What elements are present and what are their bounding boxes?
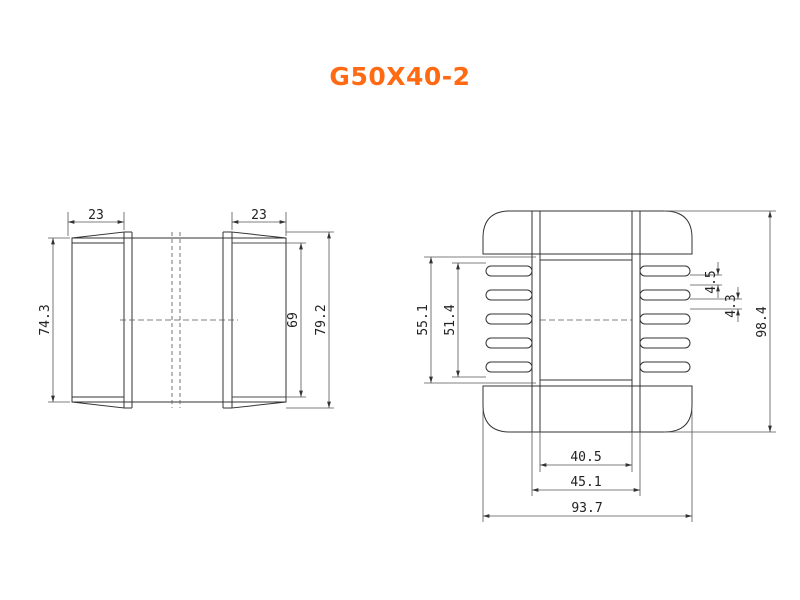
cooling-fin — [485, 337, 533, 349]
dim-side-left-height: 74.3 — [38, 237, 70, 403]
dim-front-fin-thickness: 4.3 — [690, 287, 742, 322]
dim-label: 98.4 — [755, 306, 770, 337]
cooling-fin — [485, 265, 533, 277]
dim-label: 51.4 — [443, 304, 458, 335]
dim-front-total-height: 98.4 — [664, 210, 776, 433]
dim-front-core-inner: 40.5 — [539, 432, 633, 472]
dim-label: 69 — [286, 312, 301, 328]
dim-label: 23 — [88, 208, 104, 223]
dim-label: 40.5 — [570, 450, 601, 465]
dim-label: 4.3 — [724, 294, 739, 317]
dim-label: 74.3 — [38, 304, 53, 335]
front-view-flanges — [482, 210, 693, 433]
dim-side-outer-height: 79.2 — [286, 231, 334, 409]
dim-label: 4.5 — [704, 270, 719, 293]
dim-side-inner-height: 69 — [232, 242, 306, 398]
front-view-fins — [485, 265, 691, 373]
dim-label: 23 — [251, 208, 267, 223]
dim-front-core-outer: 45.1 — [531, 432, 641, 496]
front-view-core — [531, 211, 641, 432]
dim-label: 45.1 — [570, 475, 601, 490]
cooling-fin — [639, 265, 691, 277]
cooling-fin — [639, 337, 691, 349]
side-view: 23 23 74.3 69 79.2 — [38, 208, 334, 409]
cooling-fin — [639, 289, 691, 301]
dim-label: 55.1 — [416, 304, 431, 335]
cooling-fin — [485, 289, 533, 301]
dim-side-top-left: 23 — [67, 208, 125, 236]
side-view-body — [71, 231, 287, 409]
dim-side-top-right: 23 — [231, 208, 287, 236]
dim-label: 79.2 — [314, 304, 329, 335]
cooling-fin — [485, 361, 533, 373]
dim-label: 93.7 — [571, 501, 602, 516]
front-view: 55.1 51.4 4.5 4.3 — [416, 210, 776, 522]
cooling-fin — [485, 313, 533, 325]
drawing-title: G50X40-2 — [329, 62, 471, 91]
dim-front-inner-slot: 51.4 — [443, 262, 486, 378]
dim-front-total-width: 93.7 — [482, 410, 693, 522]
dim-front-outer-slot: 55.1 — [416, 256, 536, 384]
cooling-fin — [639, 361, 691, 373]
cooling-fin — [639, 313, 691, 325]
dim-front-fin-gap: 4.5 — [690, 262, 722, 298]
